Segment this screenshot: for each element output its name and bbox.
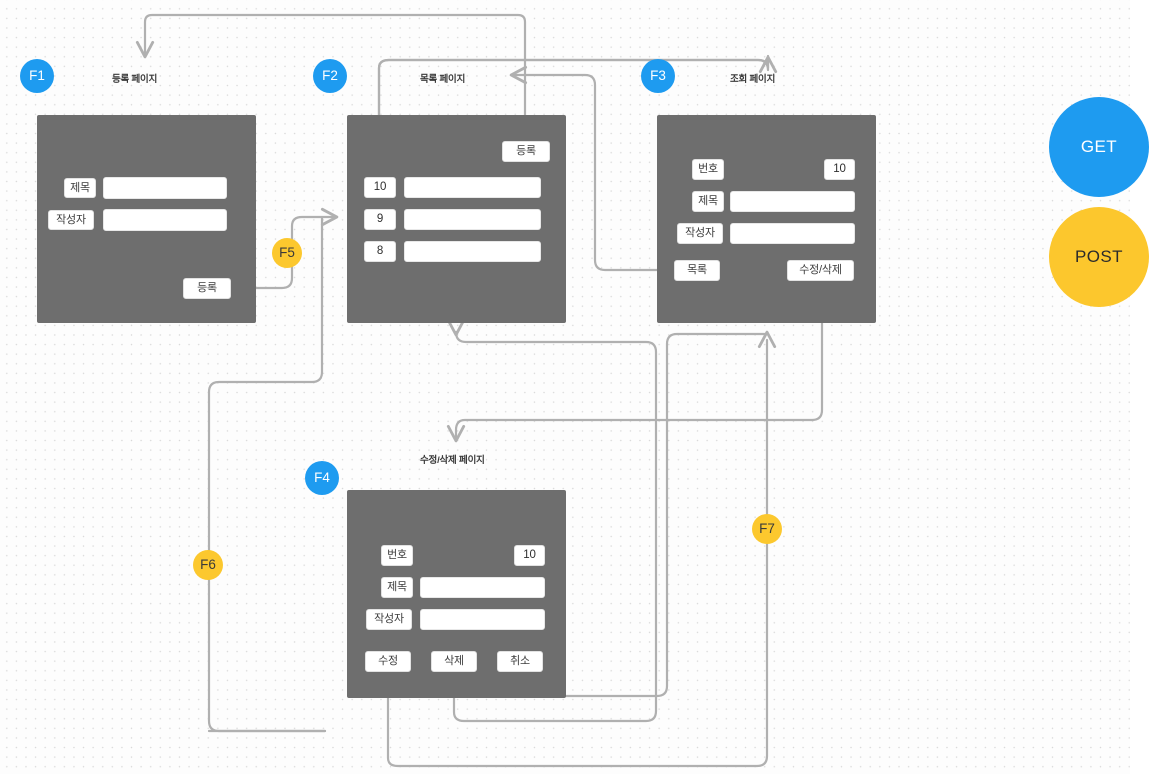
flow-label-list: 목록 페이지 — [420, 74, 466, 85]
badge-f2[interactable]: F2 — [313, 59, 347, 93]
label-no: 번호 — [381, 545, 413, 566]
value-no: 10 — [824, 159, 855, 180]
input-writer[interactable] — [420, 609, 545, 630]
flow-label-view: 조회 페이지 — [730, 74, 776, 85]
button-list[interactable]: 목록 — [674, 260, 720, 281]
label-writer: 작성자 — [677, 223, 723, 244]
label-no: 번호 — [692, 159, 724, 180]
label-writer: 작성자 — [366, 609, 412, 630]
flow-label-register: 등록 페이지 — [112, 74, 158, 85]
input-writer[interactable] — [730, 223, 855, 244]
panel-f4-edit-delete: 번호 10 제목 작성자 수정 삭제 취소 — [347, 490, 566, 698]
button-register[interactable]: 등록 — [502, 141, 550, 162]
input-title[interactable] — [420, 577, 545, 598]
panel-f1-register: 제목 작성자 등록 — [37, 115, 256, 323]
badge-f6[interactable]: F6 — [193, 550, 223, 580]
button-register[interactable]: 등록 — [183, 278, 231, 299]
button-cancel[interactable]: 취소 — [497, 651, 543, 672]
button-delete[interactable]: 삭제 — [431, 651, 477, 672]
row-no[interactable]: 9 — [364, 209, 396, 230]
badge-f1[interactable]: F1 — [20, 59, 54, 93]
row-no[interactable]: 10 — [364, 177, 396, 198]
row-title[interactable] — [404, 209, 541, 230]
input-writer[interactable] — [103, 209, 227, 231]
row-title[interactable] — [404, 241, 541, 262]
label-title: 제목 — [64, 178, 96, 198]
badge-f4[interactable]: F4 — [305, 461, 339, 495]
row-no[interactable]: 8 — [364, 241, 396, 262]
row-title[interactable] — [404, 177, 541, 198]
get-circle[interactable]: GET — [1049, 97, 1149, 197]
flow-label-edit-delete: 수정/삭제 페이지 — [420, 455, 485, 466]
button-edit[interactable]: 수정 — [365, 651, 411, 672]
value-no: 10 — [514, 545, 545, 566]
panel-f2-list: 등록 10 9 8 — [347, 115, 566, 323]
badge-f3[interactable]: F3 — [641, 59, 675, 93]
post-circle[interactable]: POST — [1049, 207, 1149, 307]
label-title: 제목 — [692, 191, 724, 212]
badge-f5[interactable]: F5 — [272, 238, 302, 268]
panel-f3-view: 번호 10 제목 작성자 목록 수정/삭제 — [657, 115, 876, 323]
label-title: 제목 — [381, 577, 413, 598]
button-edit-delete[interactable]: 수정/삭제 — [787, 260, 854, 281]
label-writer: 작성자 — [48, 210, 94, 230]
input-title[interactable] — [730, 191, 855, 212]
badge-f7[interactable]: F7 — [752, 514, 782, 544]
input-title[interactable] — [103, 177, 227, 199]
